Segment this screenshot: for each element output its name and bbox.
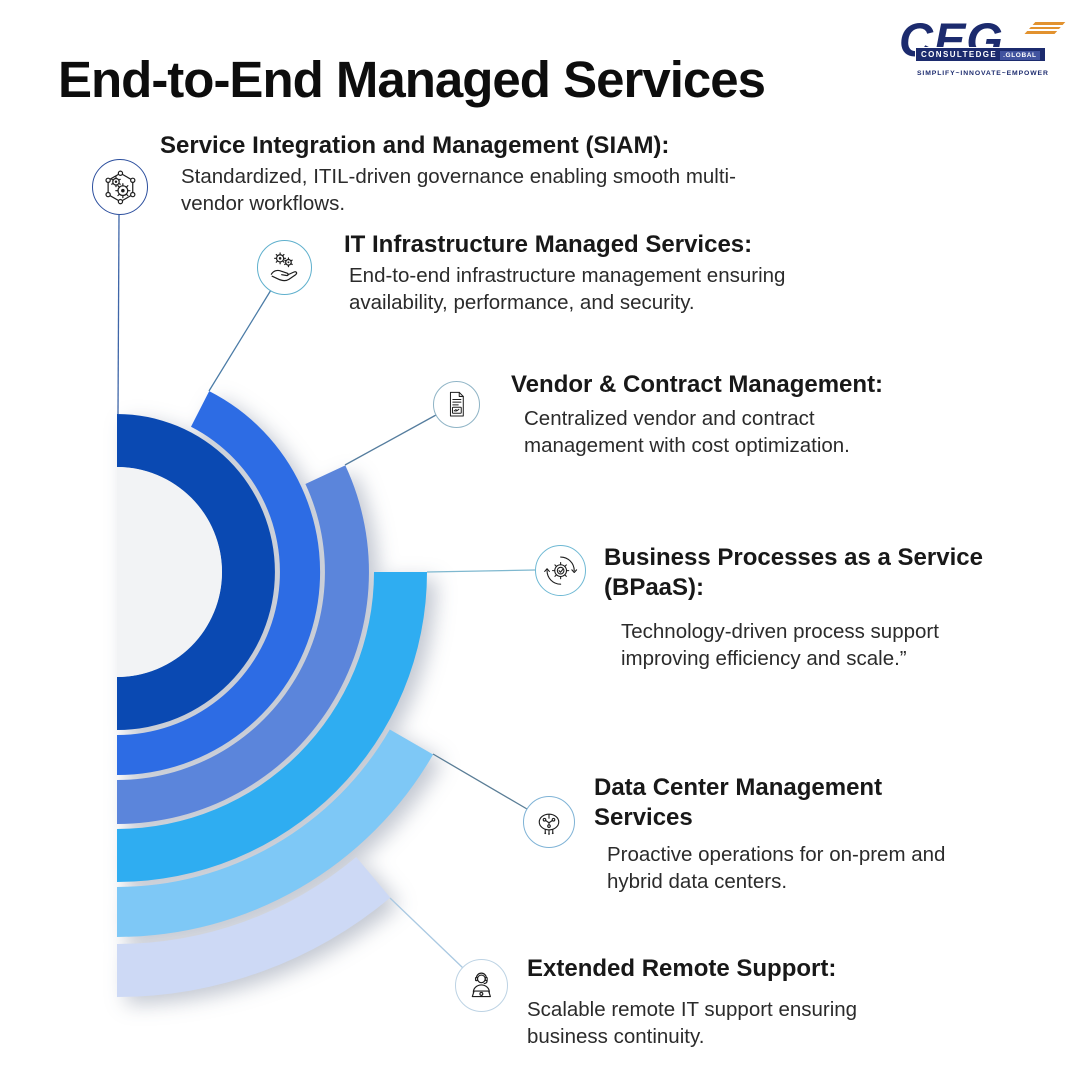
ring-siam xyxy=(117,414,275,730)
ring-bpaas xyxy=(117,572,427,882)
bpaas-description: Technology-driven process support improv… xyxy=(621,620,939,671)
data-center-icon-circle xyxy=(523,796,575,848)
logo-brand-suffix: .GLOBAL xyxy=(1000,51,1040,60)
siam-title: Service Integration and Management (SIAM… xyxy=(160,132,670,159)
connector-lines xyxy=(117,214,536,969)
logo-brand-text: CONSULTEDGE xyxy=(921,50,998,59)
support-agent-icon xyxy=(471,972,492,998)
contract-document-icon xyxy=(450,392,465,417)
page-title: End-to-End Managed Services xyxy=(58,51,766,108)
hand-gears-icon xyxy=(271,252,298,282)
bpaas-icon-circle xyxy=(535,545,586,596)
ring-data-center xyxy=(117,729,434,937)
company-logo: CEG CONSULTEDGE.GLOBAL SIMPLIFY~INNOVATE… xyxy=(893,16,1066,82)
bpaas-title: Business Processes as a Service (BPaaS): xyxy=(604,544,983,601)
remote-support-icon-circle xyxy=(455,959,508,1012)
connector-line-remote-support xyxy=(389,897,464,969)
ring-remote-support xyxy=(117,857,391,997)
connector-line-vendor-contract xyxy=(344,414,437,466)
vendor-contract-icon-circle xyxy=(433,381,480,428)
data-center-description: Proactive operations for on-prem and hyb… xyxy=(607,843,946,894)
remote-support-description: Scalable remote IT support ensuring busi… xyxy=(527,998,858,1049)
connector-line-data-center xyxy=(432,753,528,810)
connector-line-bpaas xyxy=(426,569,536,573)
ring-it-infrastructure xyxy=(117,391,321,775)
it-infrastructure-icon-circle xyxy=(257,240,312,295)
gear-cycle-check-icon xyxy=(543,556,577,585)
ring-vendor-contract xyxy=(117,465,369,824)
vendor-contract-title: Vendor & Contract Management: xyxy=(511,371,884,398)
logo-tagline: SIMPLIFY~INNOVATE~EMPOWER xyxy=(917,70,1049,77)
siam-description: Standardized, ITIL-driven governance ena… xyxy=(181,165,736,216)
it-infrastructure-description: End-to-end infrastructure management ens… xyxy=(349,264,786,315)
connector-line-siam xyxy=(117,214,120,415)
logo-brand-banner: CONSULTEDGE.GLOBAL xyxy=(915,47,1046,62)
data-network-icon xyxy=(538,813,560,835)
remote-support-title: Extended Remote Support: xyxy=(527,955,837,982)
data-center-title: Data Center Management Services xyxy=(594,774,883,831)
vendor-contract-description: Centralized vendor and contract manageme… xyxy=(524,407,850,458)
gear-network-icon xyxy=(104,170,136,204)
it-infrastructure-title: IT Infrastructure Managed Services: xyxy=(344,231,753,258)
siam-icon-circle xyxy=(92,159,148,215)
connector-line-it-infrastructure xyxy=(208,289,272,392)
ring-inner-circle xyxy=(117,467,222,677)
